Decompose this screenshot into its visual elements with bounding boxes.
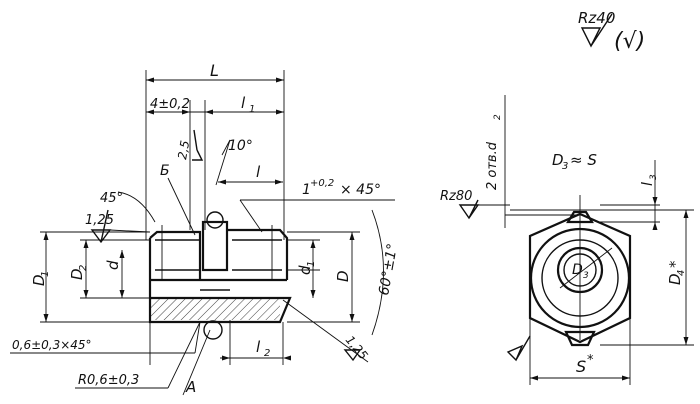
dim-60deg: 60°±1° [376, 242, 401, 296]
dim-chamfer-tail: × 45° [340, 182, 381, 198]
dim-holes: 2 отв.d [485, 141, 500, 190]
surface-mark-icon [506, 335, 531, 362]
side-view: L 4±0,2 l 1 2,5 10° Б 45° l 1 +0,2 × 45 [10, 61, 401, 396]
dim-l2-sub: 2 [264, 348, 270, 359]
label-B: Б [160, 163, 170, 179]
dim-l1: l [241, 94, 246, 112]
dim-D4: D [666, 273, 684, 285]
dim-D4-sub: 4 [676, 270, 687, 276]
hex-outline [528, 212, 632, 344]
dim-D2-sub: 2 [78, 265, 89, 271]
dim-2-5: 2,5 [175, 139, 192, 160]
dim-d: d [104, 260, 122, 270]
dim-chamfer: 1 [302, 182, 311, 198]
dim-l3-sub: 3 [649, 174, 659, 180]
dim-D3-eq: D [552, 151, 564, 169]
dim-D3-in: D [572, 262, 583, 278]
dim-10deg: 10° [228, 138, 253, 154]
dim-holes-sub: 2 [493, 114, 503, 120]
label-A: A [185, 378, 196, 396]
dim-D2: D [68, 268, 86, 280]
dim-D3-in-sub: 3 [583, 271, 589, 281]
end-view: Rz80 2 отв.d 2 D 3 ≈ S l 3 D 3 [440, 95, 694, 385]
roughness-right-icon [343, 349, 362, 362]
roughness-1-25-icon [90, 209, 112, 244]
dim-D3-eq-sub: 3 [562, 161, 568, 172]
dim-S: S [576, 357, 586, 376]
dim-l2: l [256, 338, 261, 356]
dim-L: L [210, 61, 219, 80]
dim-chamfer-sup: +0,2 [310, 178, 334, 189]
dim-D1: D [30, 274, 48, 286]
roughness-symbol-icon [580, 13, 613, 48]
roughness-paren-label: (√) [614, 29, 645, 54]
roughness-2-5-icon [192, 129, 204, 161]
dim-1-25-right: 1,25 [343, 333, 371, 362]
dim-45deg: 45° [100, 191, 123, 206]
dim-D3-eq-tail: ≈ S [570, 151, 597, 169]
dim-D4-star: * [666, 260, 684, 268]
dim-1-25-left: 1,25 [85, 213, 114, 228]
dim-d1-sub: 1 [306, 261, 317, 267]
dim-l3: l [640, 182, 656, 186]
dim-D1-sub: 1 [40, 271, 51, 277]
roughness-rz80-label: Rz80 [440, 189, 472, 204]
dim-l: l [256, 163, 261, 181]
dim-R: R0,6±0,3 [78, 373, 139, 388]
dim-D: D [334, 270, 352, 282]
fitting-body [148, 211, 292, 324]
dim-4: 4±0,2 [150, 97, 190, 112]
dim-0-6: 0,6±0,3×45° [12, 338, 92, 352]
dim-d1: d [296, 265, 314, 275]
dim-S-star: * [587, 353, 594, 368]
dim-l1-sub: 1 [249, 104, 255, 115]
general-roughness-mark: Rz40 (√) [578, 9, 645, 54]
